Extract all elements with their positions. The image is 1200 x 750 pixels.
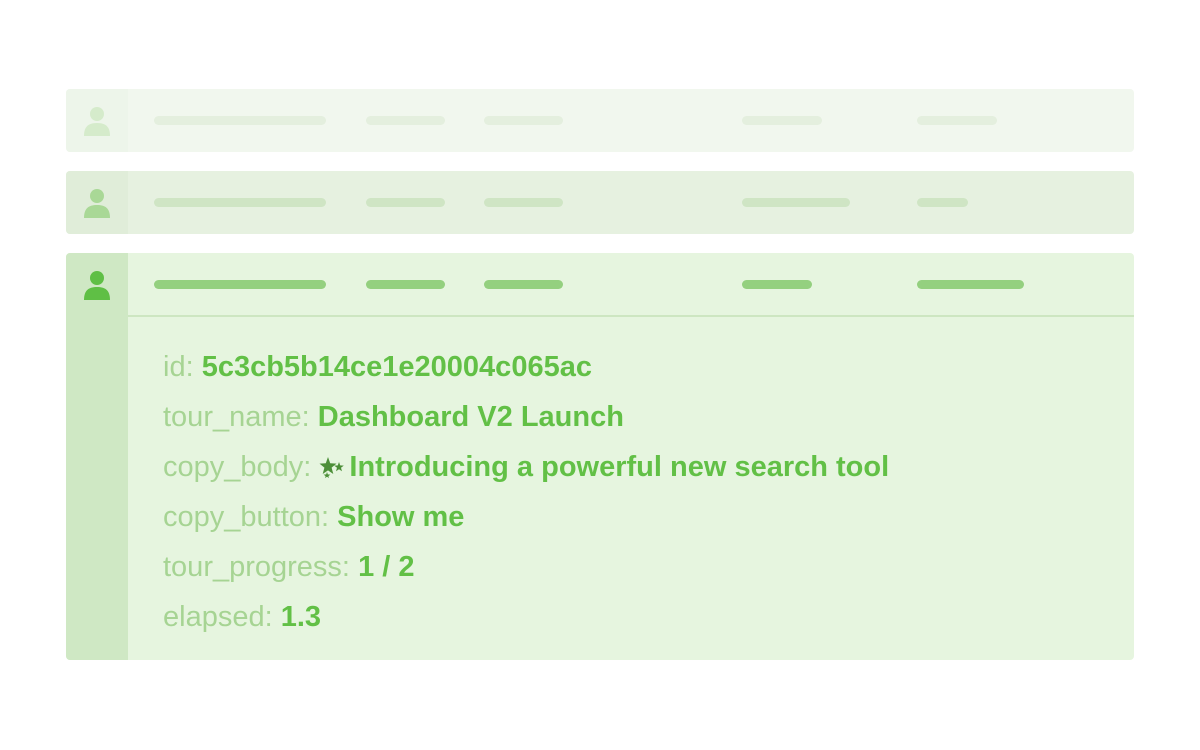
detail-value: 1.3 <box>280 601 322 633</box>
detail-value: 1 / 2 <box>358 551 415 583</box>
placeholder-bar <box>484 198 563 207</box>
detail-value: Dashboard V2 Launch <box>317 401 624 433</box>
placeholder-bar <box>484 280 563 289</box>
detail-key: id: <box>163 351 194 383</box>
placeholder-bar <box>154 280 326 289</box>
detail-key: tour_name: <box>163 401 310 433</box>
user-icon <box>83 269 111 301</box>
placeholder-bar <box>742 116 822 125</box>
placeholder-bar <box>917 280 1024 289</box>
placeholder-bar <box>366 198 445 207</box>
placeholder-bar <box>154 198 326 207</box>
detail-copy-button: copy_button: Show me <box>163 495 1114 545</box>
placeholder-bar <box>742 280 812 289</box>
placeholder-bar <box>366 116 445 125</box>
placeholder-bar <box>154 116 326 125</box>
detail-id: id: 5c3cb5b14ce1e20004c065ac <box>163 345 1114 395</box>
row-divider <box>128 315 1134 317</box>
detail-key: elapsed: <box>163 601 273 633</box>
row-gutter <box>66 89 128 152</box>
detail-tour-progress: tour_progress: 1 / 2 <box>163 545 1114 595</box>
list-row-2[interactable] <box>66 171 1134 234</box>
row-gutter <box>66 171 128 234</box>
detail-copy-body: copy_body: Introducing a powerful new se… <box>163 445 1114 495</box>
detail-key: copy_button: <box>163 501 330 533</box>
user-icon <box>83 187 111 219</box>
detail-key: copy_body: <box>163 451 312 483</box>
row-gutter <box>66 253 128 660</box>
row-details: id: 5c3cb5b14ce1e20004c065ac tour_name: … <box>163 345 1114 645</box>
detail-elapsed: elapsed: 1.3 <box>163 595 1114 645</box>
detail-value: Introducing a powerful new search tool <box>349 451 890 483</box>
placeholder-bar <box>917 198 968 207</box>
placeholder-bar <box>366 280 445 289</box>
sparkles-icon <box>319 456 345 478</box>
user-icon <box>83 105 111 137</box>
placeholder-bar <box>917 116 997 125</box>
list-row-3-expanded[interactable]: id: 5c3cb5b14ce1e20004c065ac tour_name: … <box>66 253 1134 660</box>
detail-value: Show me <box>337 501 465 533</box>
detail-value: 5c3cb5b14ce1e20004c065ac <box>201 351 592 383</box>
detail-tour-name: tour_name: Dashboard V2 Launch <box>163 395 1114 445</box>
detail-key: tour_progress: <box>163 551 350 583</box>
list-row-1[interactable] <box>66 89 1134 152</box>
placeholder-bar <box>484 116 563 125</box>
placeholder-bar <box>742 198 850 207</box>
